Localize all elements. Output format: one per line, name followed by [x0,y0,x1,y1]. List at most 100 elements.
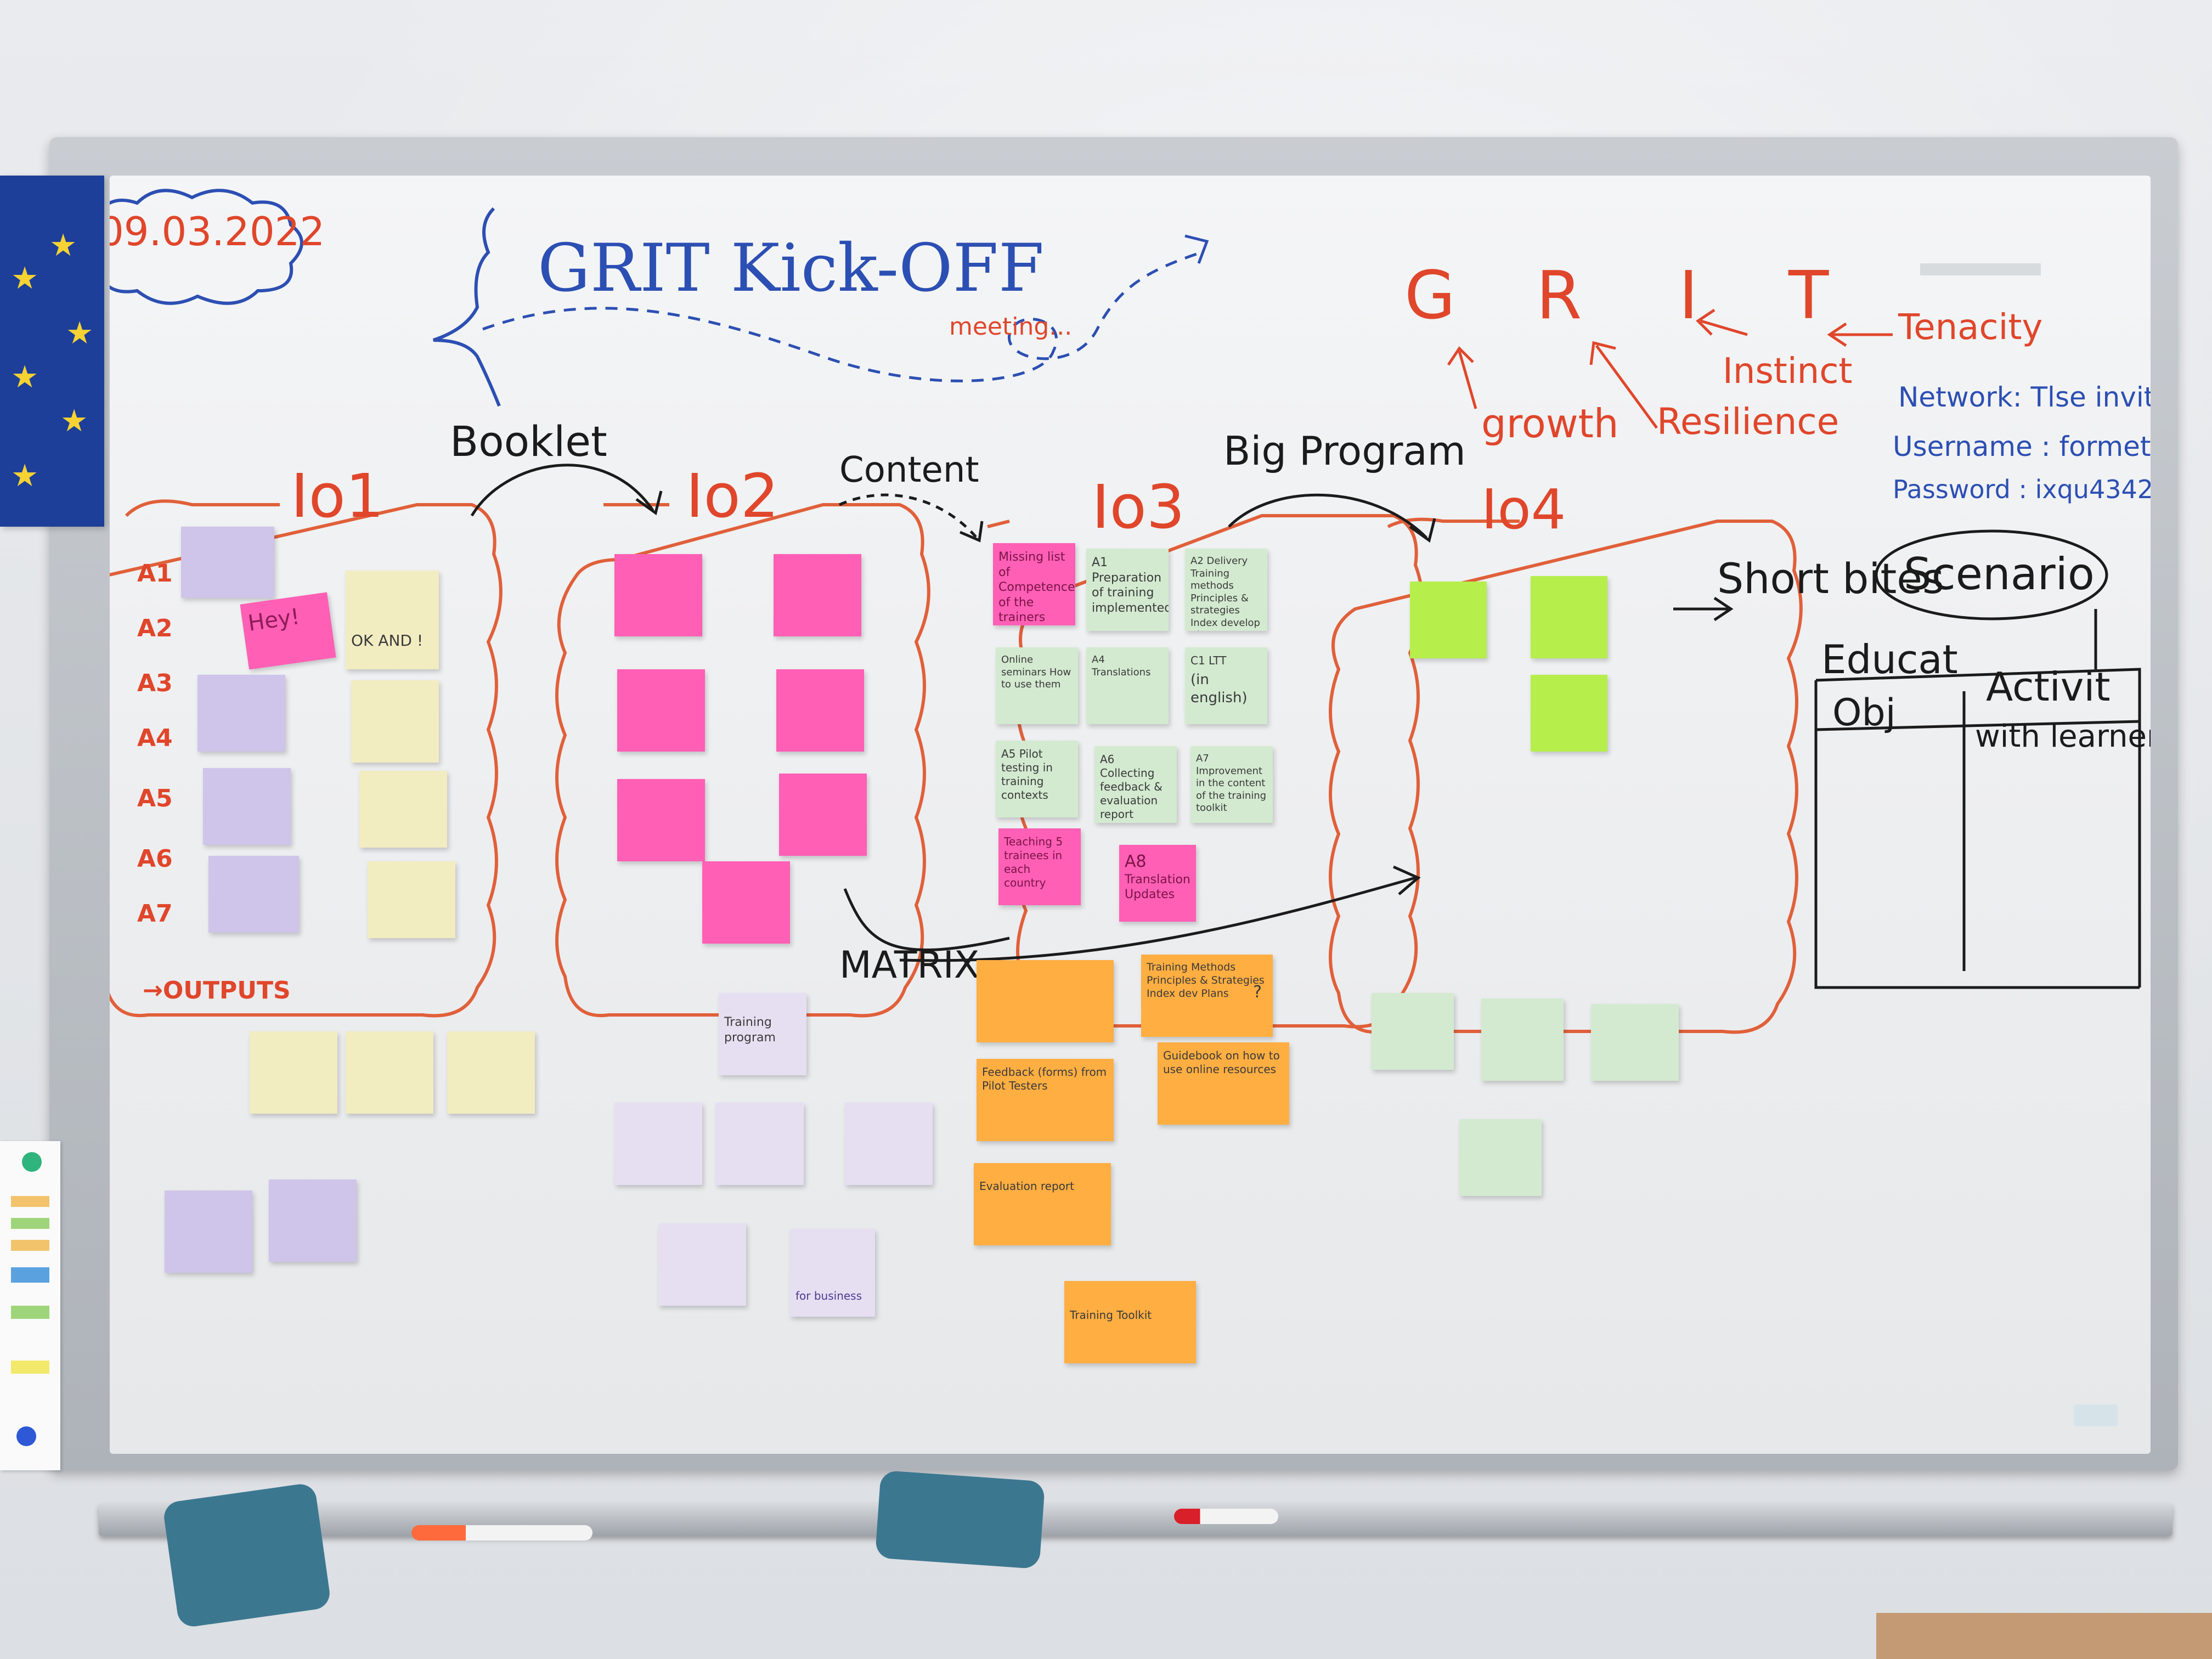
sticky-note: A1 Preparation of training implemented [1086,549,1169,631]
instinct-arrow [1696,308,1748,336]
sticky-note: Feedback (forms) from Pilot Testers [977,1059,1114,1141]
sticky-note: A4 Translations [1086,647,1169,724]
grit-letter-t: T [1788,258,1829,334]
sticky-note: A5 Pilot testing in training contexts [996,741,1078,817]
sticky-note [1531,675,1607,752]
star-icon: ★ [60,403,88,439]
arrow-head [1392,865,1421,895]
sticky-note [203,768,291,845]
io1-label: Io1 [291,461,384,531]
sticky-note: for business [790,1229,875,1317]
sticky-note: Training Methods Principles & Strategies… [1141,955,1273,1037]
sticky-note [346,1031,433,1114]
english-label: (in english) [1190,672,1248,706]
sticky-note [351,680,439,763]
sticky-note: Training program [719,993,806,1075]
io2-label: Io2 [686,461,779,531]
eraser-cloth [162,1482,332,1629]
matrix-arrow-2 [899,876,1416,962]
matrix-arrow [843,888,1010,952]
sticky-note: A2 Delivery Training methods Principles … [1185,549,1267,631]
io3-label: Io3 [1092,472,1185,542]
scenario-ellipse [1875,529,2108,620]
sticky-note [1372,993,1454,1070]
sticky-note [776,669,864,752]
sticky-note [779,774,867,856]
sticky-note [269,1180,357,1262]
sticky-note: Guidebook on how to use online resources [1158,1042,1289,1125]
short-bites-label: Short bites [1717,554,1944,603]
sticky-note [1410,582,1487,658]
star-icon: ★ [11,359,39,395]
resilience-arrow [1589,341,1658,429]
sticky-note: Online seminars How to use them [996,647,1078,724]
arrow-head [960,521,984,543]
sticky-note [658,1223,746,1306]
schedule-bar [11,1306,49,1319]
question-mark: ? [1253,983,1262,1002]
arrow-head [635,490,663,516]
sticky-note [181,527,274,598]
grit-letter-g: G [1404,258,1455,334]
activity-label: A3 [137,669,173,697]
scenario-label: Scenario [1904,549,2095,600]
outputs-label: →OUTPUTS [143,977,291,1005]
sticky-note: Evaluation report [974,1163,1111,1245]
content-label: Content [839,450,979,490]
sticky-note [359,771,447,848]
sticky-note: Missing list of Competences of the train… [993,543,1075,625]
schedule-bar [11,1361,49,1374]
activity-label: A1 [137,560,173,588]
password-label: Password : ixqu4342 [1893,475,2151,504]
grit-letter-i: I [1679,258,1699,334]
a8-text: Translation Updates [1125,872,1190,902]
pin-icon [16,1426,36,1446]
sticky-note [774,554,861,636]
activity-label: A4 [137,724,173,752]
activity-label: A7 [137,900,173,928]
io4-box [1329,517,1803,1034]
whiteboard: 09.03.2022 GRIT Kick-OFF meeting... G R … [110,176,2151,1454]
sticky-note [1591,1004,1679,1081]
activity-label: A5 [137,785,173,812]
arrow-head [1409,518,1436,543]
title-sub: meeting... [949,313,1073,341]
star-icon: ★ [11,458,39,494]
red-marker[interactable] [411,1525,592,1541]
obj-label: Obj [1832,691,1896,735]
star-icon: ★ [66,315,94,351]
sticky-note: A8 Translation Updates [1119,845,1196,922]
content-arrow [838,493,978,539]
username-label: Username : formethic [1893,431,2151,462]
dashed-path [482,251,1202,382]
grit-word-instinct: Instinct [1723,351,1853,392]
sticky-note [977,960,1114,1042]
star-icon: ★ [49,228,77,263]
sticky-note [1481,998,1564,1081]
sticky-note: Hey! [240,592,336,670]
sticky-note: OK AND ! [346,571,439,669]
educat-label: Educat [1821,636,1958,682]
activity-label: A2 [137,614,173,642]
big-program-arrow [1228,493,1427,539]
sticky-note: Teaching 5 trainees in each country [998,828,1081,905]
schedule-bar [11,1196,49,1207]
sticky-note [198,675,285,752]
desk-corner [1876,1613,2212,1659]
io1-box [110,499,503,1018]
grit-word-tenacity: Tenacity [1898,307,2043,348]
sticky-note [617,669,705,752]
title-bracket [433,207,501,407]
grit-word-growth: growth [1481,400,1619,447]
eu-flag: ★ ★ ★ ★ ★ ★ [0,176,104,527]
eraser-cloth [874,1470,1046,1570]
drawing-layer [110,189,2141,1034]
growth-arrow [1447,346,1477,409]
with-learners-label: with learners [1975,719,2151,754]
marker-tray [99,1503,2172,1536]
sticky-note [614,554,702,636]
educat-table [1814,668,2141,989]
red-marker[interactable] [1174,1509,1278,1524]
sticky-note [447,1031,535,1114]
arrow-head [1184,234,1209,264]
